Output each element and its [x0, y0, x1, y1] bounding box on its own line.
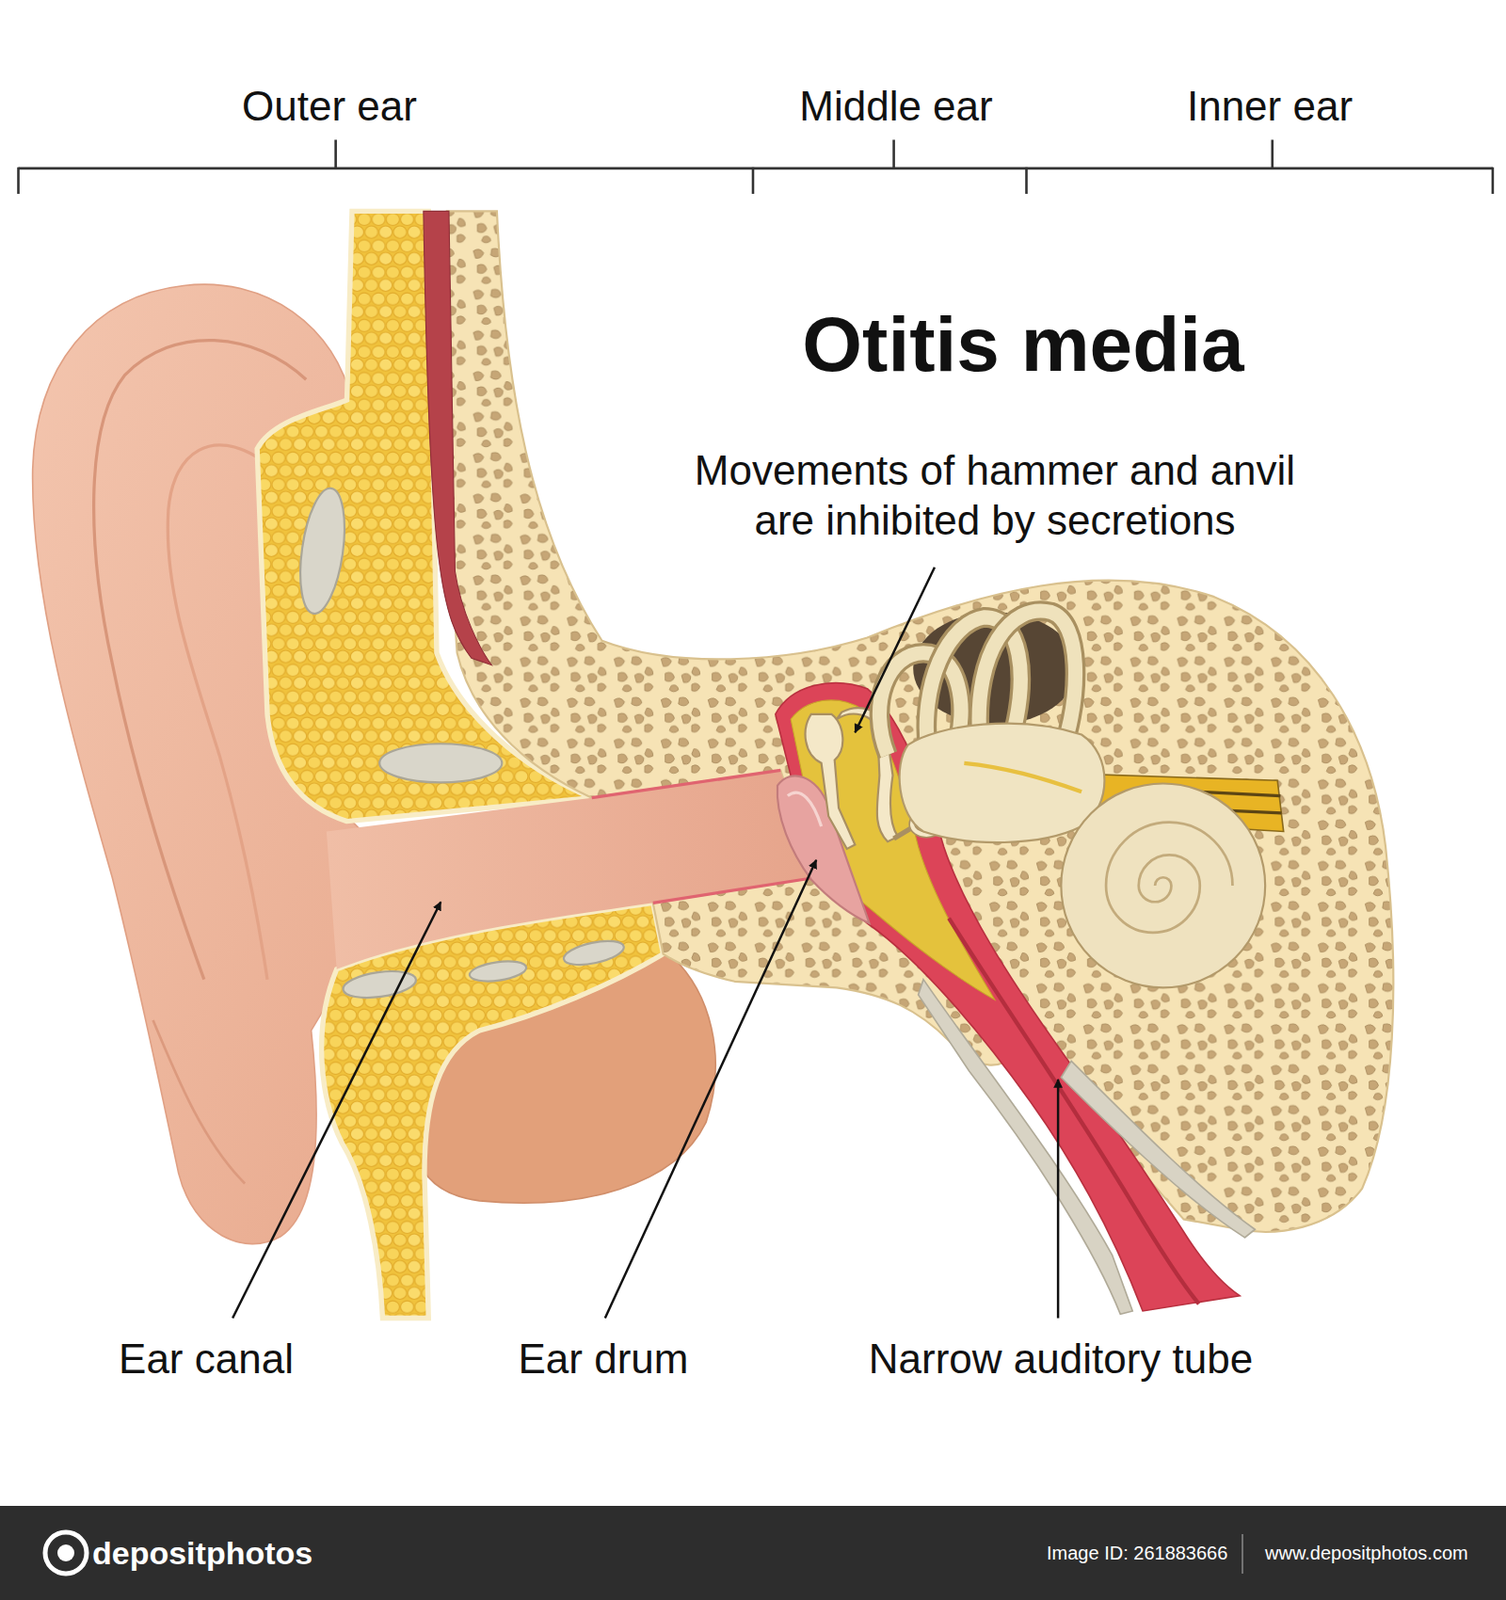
tube-cartilage — [1060, 1060, 1255, 1238]
leader-lines — [232, 567, 1058, 1319]
bracket-tick — [752, 167, 755, 194]
drum-highlight — [787, 792, 822, 827]
cochlea — [1060, 784, 1266, 989]
part-label: Ear canal — [17, 1334, 395, 1385]
canal-lining — [653, 877, 817, 903]
antihelix-fold — [167, 445, 268, 980]
temporal-bone — [447, 210, 1394, 1232]
part-label: Narrow auditory tube — [797, 1334, 1325, 1385]
cartilage — [293, 485, 353, 617]
logo-lens — [57, 1544, 75, 1562]
region-label: Outer ear — [141, 81, 518, 132]
lobe-fold — [153, 1020, 246, 1184]
image-id: Image ID: 261883666 — [1046, 1541, 1228, 1565]
fat-tissue — [321, 902, 664, 1318]
blood-vessel — [423, 210, 493, 665]
bracket-tick — [1270, 140, 1274, 170]
nerve-fiber — [963, 763, 1082, 792]
bracket-tick — [892, 140, 896, 170]
hammer — [805, 714, 856, 850]
tube-cartilage — [918, 979, 1134, 1315]
ear-canal — [326, 769, 817, 969]
logo-ring — [45, 1532, 87, 1574]
region-bracket — [18, 140, 1493, 194]
bracket-tick — [1025, 167, 1028, 194]
cartilage — [468, 958, 529, 985]
leader-arrow — [1057, 1079, 1059, 1319]
cochlea-spiral — [1105, 822, 1233, 933]
cartilage — [379, 743, 502, 783]
leader-arrow — [605, 860, 817, 1319]
callout-note: Movements of hammer and anvil are inhibi… — [674, 446, 1315, 546]
leader-arrow — [232, 901, 441, 1318]
footer-separator — [1241, 1534, 1244, 1574]
bracket-tick — [1491, 167, 1495, 194]
footer-band: depositphotos Image ID: 261883666 www.depo… — [0, 1506, 1506, 1600]
diagram-title: Otitis media — [693, 300, 1353, 389]
canal-lining — [592, 769, 782, 798]
cartilage — [561, 936, 626, 970]
site-url: www.depositphotos.com — [1265, 1541, 1469, 1565]
bracket-tick — [334, 140, 337, 170]
region-label: Middle ear — [707, 81, 1085, 132]
ear-drum — [777, 775, 870, 924]
illustration-group — [18, 140, 1493, 1319]
leader-arrow — [854, 567, 935, 734]
brand-logo: depositphotos — [92, 1534, 313, 1573]
region-label: Inner ear — [1081, 81, 1458, 132]
part-label: Ear drum — [415, 1334, 792, 1385]
vestibule — [899, 723, 1106, 843]
bracket-tick — [16, 167, 20, 194]
